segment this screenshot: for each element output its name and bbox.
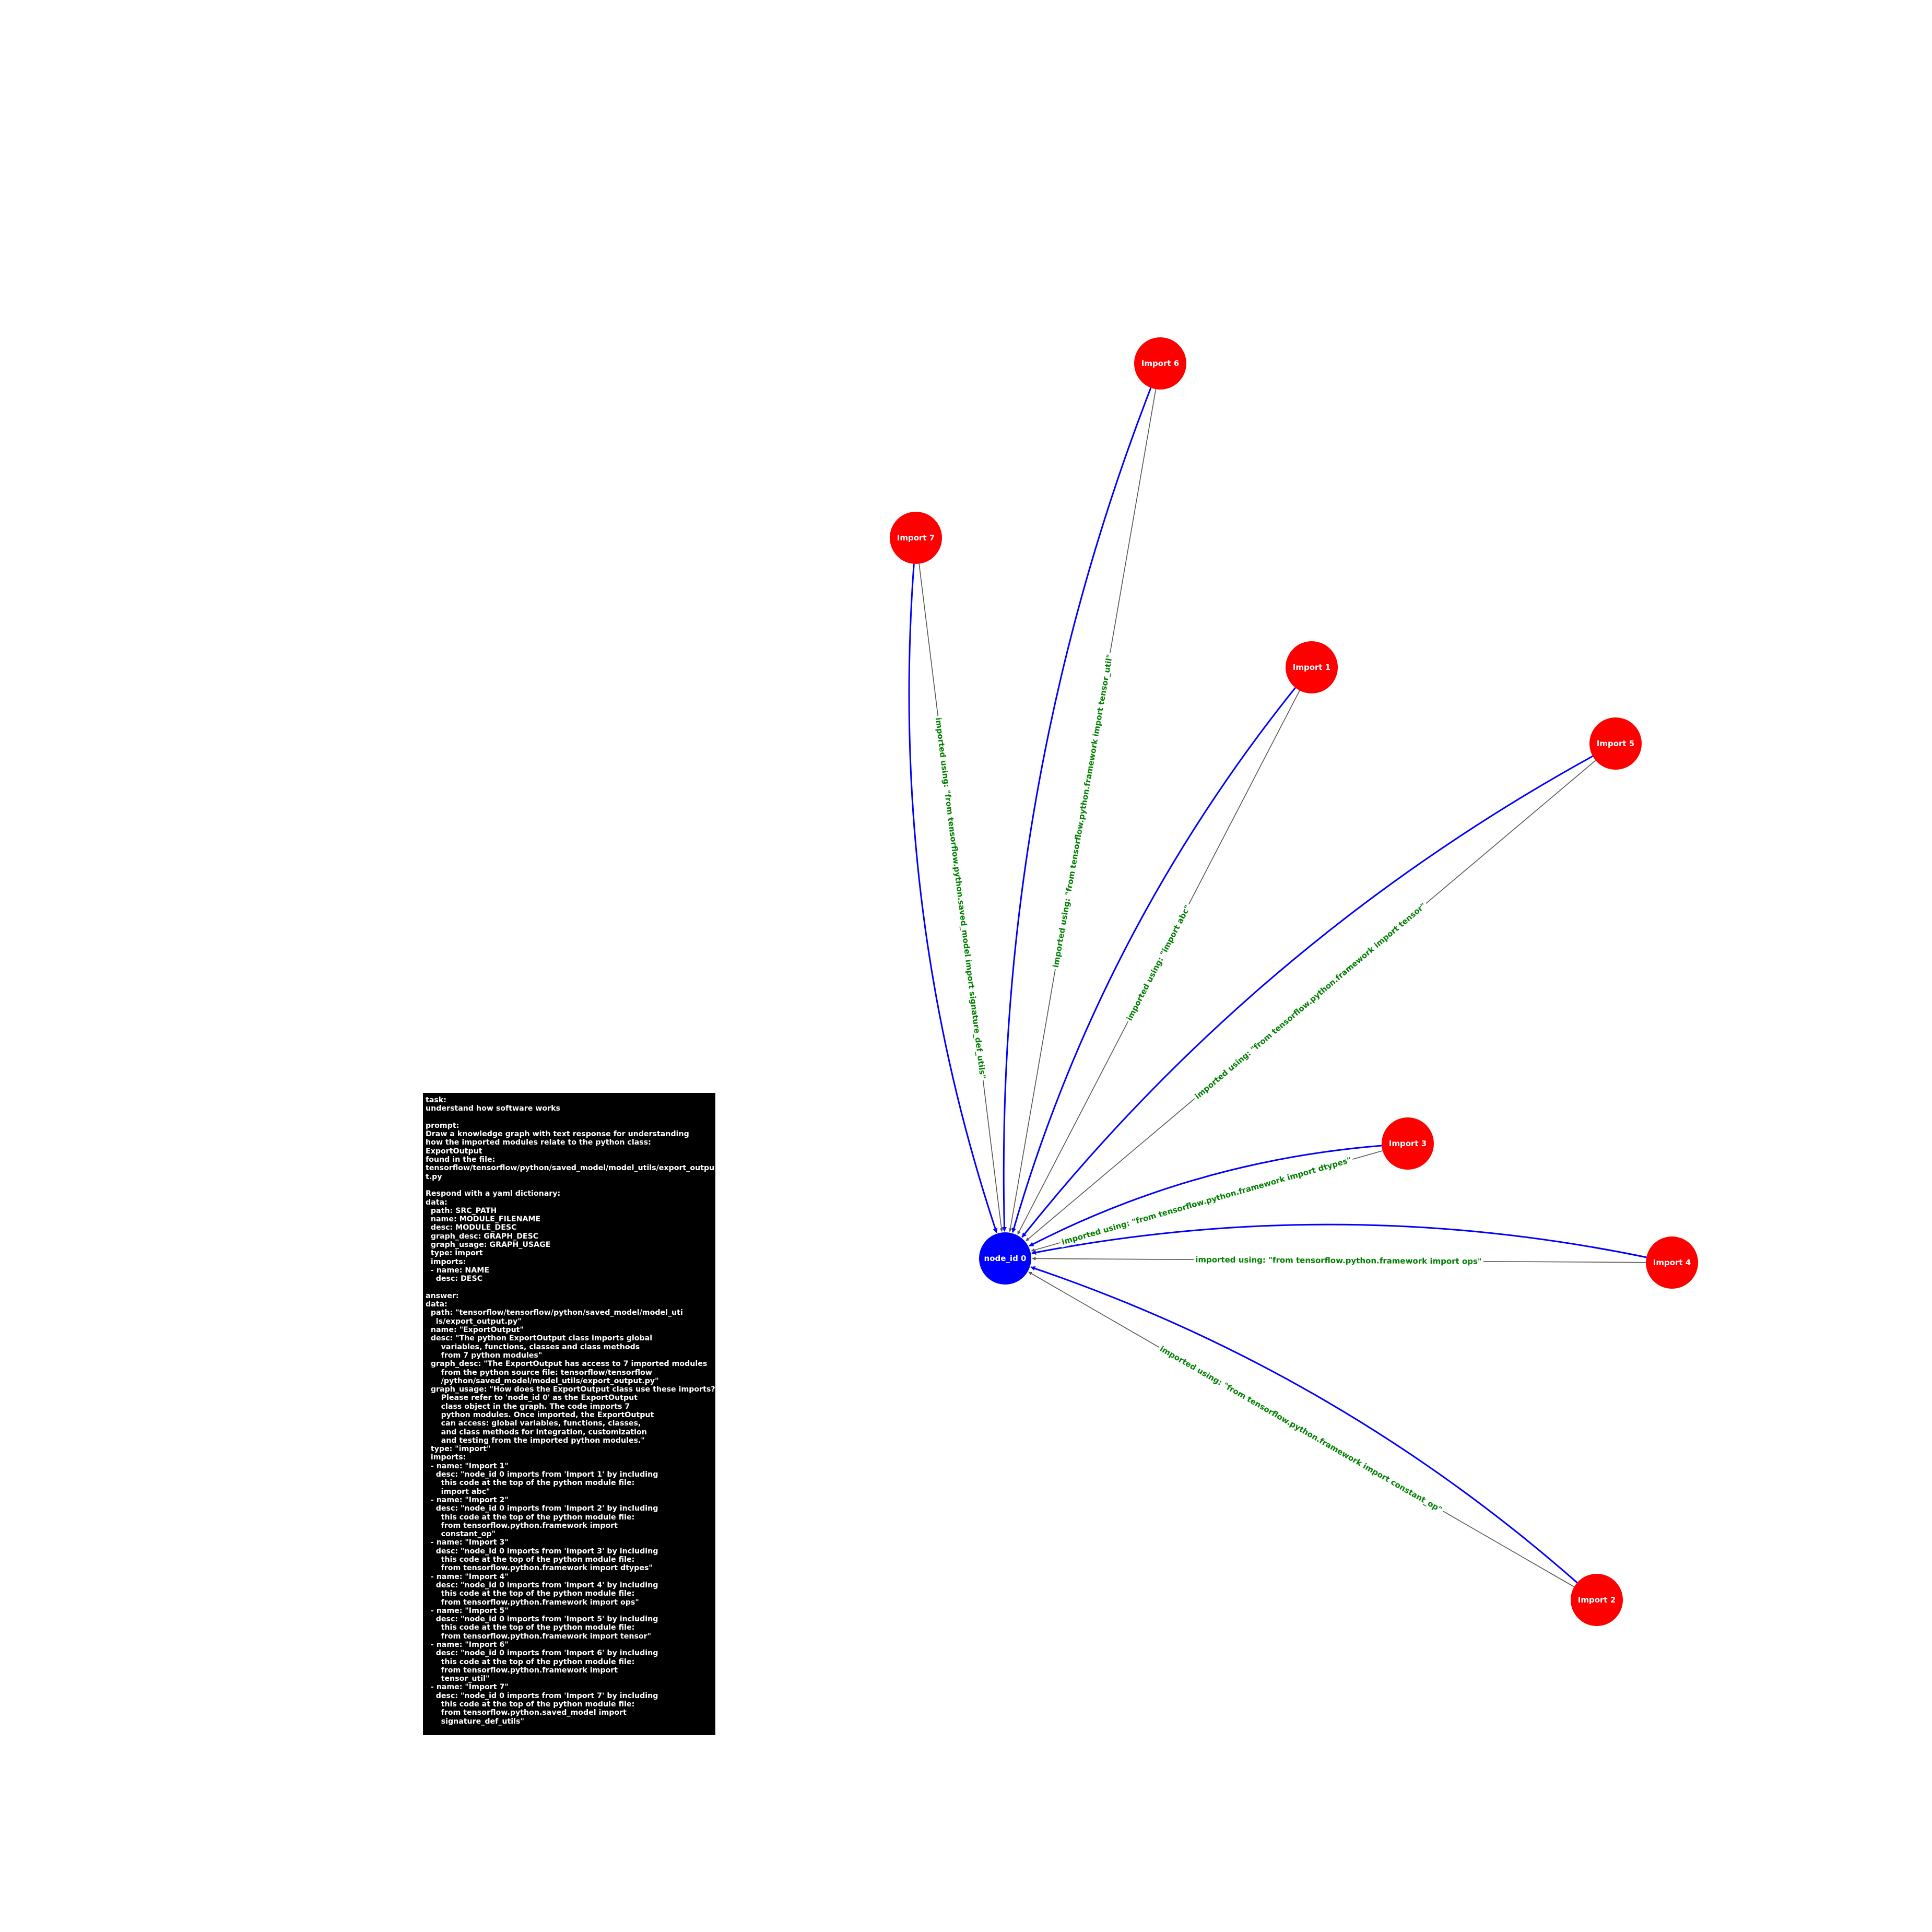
edge-curve-import-2 [1030,1266,1578,1584]
node-import-1-label: Import 1 [1293,663,1330,672]
edge-label-bg-import-4 [1194,1254,1483,1267]
edge-curve-import-5 [1021,755,1593,1238]
edge-label-import-5: imported using: "from tensorflow.python.… [1193,901,1428,1101]
edge-label-import-6: imported using: "from tensorflow.python.… [1051,654,1115,969]
edge-label-bg-import-6 [1050,652,1115,970]
edge-curve-import-3 [1029,1145,1382,1247]
node-import-5-label: Import 5 [1597,739,1634,748]
node-import-3-circle [1382,1117,1434,1170]
node-import-6-label: Import 6 [1141,359,1179,368]
node-center-circle [979,1232,1031,1285]
edge-curve-import-4 [1031,1223,1647,1258]
edge-label-bg-import-5 [1191,899,1430,1103]
edge-label-bg-import-1 [1123,902,1194,1024]
node-import-3-label: Import 3 [1389,1139,1427,1148]
yaml-text-box: task: understand how software works prom… [423,1093,715,1735]
node-import-6-circle [1134,337,1186,390]
node-import-5-circle [1589,717,1642,770]
edge-label-bg-import-2 [1156,1342,1446,1516]
node-import-4-circle [1646,1236,1698,1289]
edge-label-import-3: imported using: "from tensorflow.python.… [1061,1155,1352,1246]
edge-label-import-2: imported using: "from tensorflow.python.… [1158,1344,1444,1514]
edge-label-bg-import-3 [1058,1154,1354,1248]
yaml-text: task: understand how software works prom… [426,1096,715,1726]
node-import-2-circle [1571,1574,1623,1626]
edge-label-bg-import-7 [933,715,988,1081]
node-import-2-label: Import 2 [1578,1595,1616,1605]
node-import-7-label: Import 7 [897,533,935,543]
edge-label-import-1: imported using: "import abc" [1125,903,1193,1022]
edge-curve-import-7 [908,563,998,1233]
edge-curve-import-6 [1002,387,1152,1232]
node-import-7-circle [890,512,942,564]
node-center-label: node_id 0 [984,1254,1027,1263]
edge-curve-import-1 [1011,687,1296,1233]
node-import-1-circle [1286,641,1338,693]
node-import-4-label: Import 4 [1653,1258,1691,1267]
edge-label-import-4: imported using: "from tensorflow.python.… [1195,1255,1482,1266]
